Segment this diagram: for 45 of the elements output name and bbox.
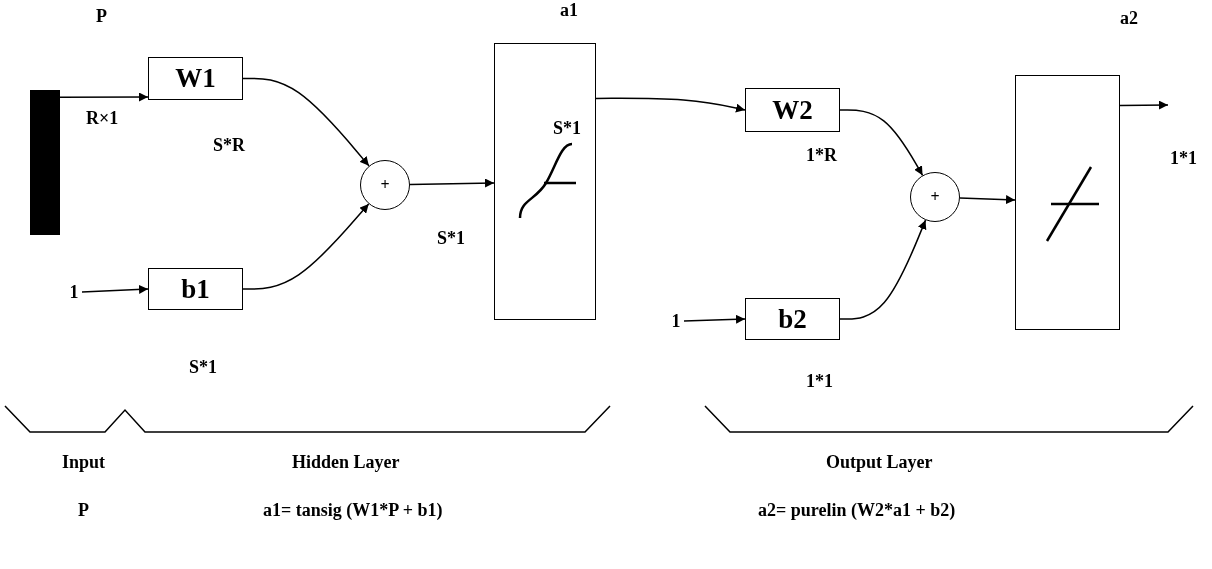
node-label: +: [930, 188, 940, 206]
summing-junction: [910, 172, 960, 222]
node-label: 1: [69, 281, 79, 303]
text-label: a1= tansig (W1*P + b1): [263, 500, 443, 521]
text-label: P: [96, 6, 107, 27]
arrow: [242, 77, 370, 167]
text-label: S*1: [189, 357, 217, 378]
text-label: Output Layer: [826, 452, 933, 473]
node-label: b2: [778, 303, 807, 335]
text-label: a2: [1120, 8, 1138, 29]
text-label: a2= purelin (W2*a1 + b2): [758, 500, 956, 521]
arrow: [683, 314, 746, 324]
text-label: 1*1: [1170, 148, 1197, 169]
text-label: 1*1: [806, 371, 833, 392]
function-box: [1015, 75, 1120, 330]
weight-box: [148, 57, 243, 100]
text-label: S*1: [553, 118, 581, 139]
arrow: [595, 97, 746, 113]
input-bar: [30, 90, 60, 235]
function-box: [494, 43, 596, 320]
node-label: W2: [772, 94, 813, 126]
text-label: Hidden Layer: [292, 452, 400, 473]
arrow: [81, 284, 149, 294]
arrow: [959, 195, 1016, 205]
text-label: S*1: [437, 228, 465, 249]
node-label: W1: [175, 63, 216, 94]
arrow: [242, 203, 370, 290]
weight-box: [745, 88, 840, 132]
node-label: 1: [671, 310, 681, 332]
arrow: [59, 92, 149, 102]
arrow: [1119, 100, 1169, 110]
summing-junction: [360, 160, 410, 210]
weight-box: [148, 268, 243, 310]
text-label: 1*R: [806, 145, 837, 166]
node-label: b1: [181, 273, 210, 305]
arrow: [839, 109, 924, 177]
arrow: [409, 178, 495, 188]
text-label: a1: [560, 0, 578, 21]
weight-box: [745, 298, 840, 340]
text-label: P: [78, 500, 89, 521]
text-label: Input: [62, 452, 106, 473]
text-label: R×1: [86, 108, 119, 129]
arrow: [839, 219, 927, 320]
node-label: +: [380, 176, 390, 194]
text-label: S*R: [213, 135, 245, 156]
